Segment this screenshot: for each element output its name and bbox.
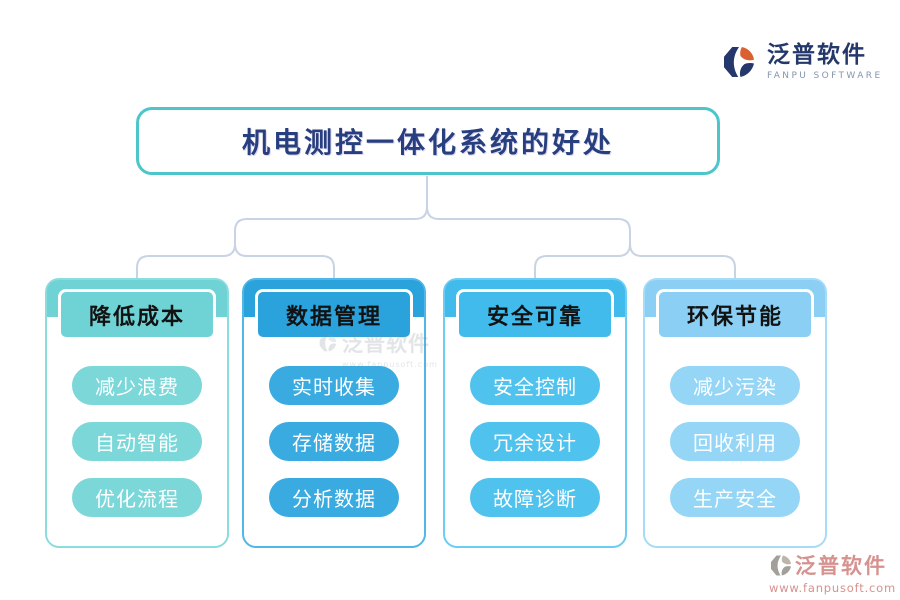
branch-item: 故障诊断: [470, 478, 600, 517]
footer-brand-url: www.fanpusoft.com: [769, 581, 896, 595]
branch-item: 生产安全: [670, 478, 800, 517]
branch-item: 分析数据: [269, 478, 399, 517]
branch-item: 优化流程: [72, 478, 202, 517]
brand-subtitle: FANPU SOFTWARE: [767, 71, 883, 81]
footer-brand-name: 泛普软件: [795, 553, 887, 578]
branch-item: 实时收集: [269, 366, 399, 405]
branch-item: 冗余设计: [470, 422, 600, 461]
brand-name: 泛普软件: [767, 41, 867, 68]
diagram-title-node: 机电测控一体化系统的好处: [136, 107, 720, 175]
branch-header: 降低成本: [58, 289, 216, 340]
brand-header-text: 泛普软件 FANPU SOFTWARE: [767, 41, 883, 82]
branch-item: 减少浪费: [72, 366, 202, 405]
diagram-title: 机电测控一体化系统的好处: [241, 126, 614, 159]
branch-card-data-management: 数据管理 实时收集 存储数据 分析数据: [242, 278, 426, 548]
branch-card-safety-reliability: 安全可靠 安全控制 冗余设计 故障诊断: [443, 278, 627, 548]
brand-footer: 泛普软件 www.fanpusoft.com: [769, 550, 896, 595]
branch-item: 自动智能: [72, 422, 202, 461]
branch-header: 数据管理: [255, 289, 413, 340]
branch-item: 存储数据: [269, 422, 399, 461]
branch-header: 环保节能: [656, 289, 814, 340]
branch-card-cost-reduction: 降低成本 减少浪费 自动智能 优化流程: [45, 278, 229, 548]
branch-item: 减少污染: [670, 366, 800, 405]
brand-header: 泛普软件 FANPU SOFTWARE: [720, 42, 883, 81]
branch-header: 安全可靠: [456, 289, 614, 340]
branch-item: 安全控制: [470, 366, 600, 405]
branch-card-eco-energy: 环保节能 减少污染 回收利用 生产安全: [643, 278, 827, 548]
fanpu-logo-icon: [720, 44, 758, 80]
fanpu-footer-logo-icon: [769, 553, 793, 578]
branch-item: 回收利用: [670, 422, 800, 461]
